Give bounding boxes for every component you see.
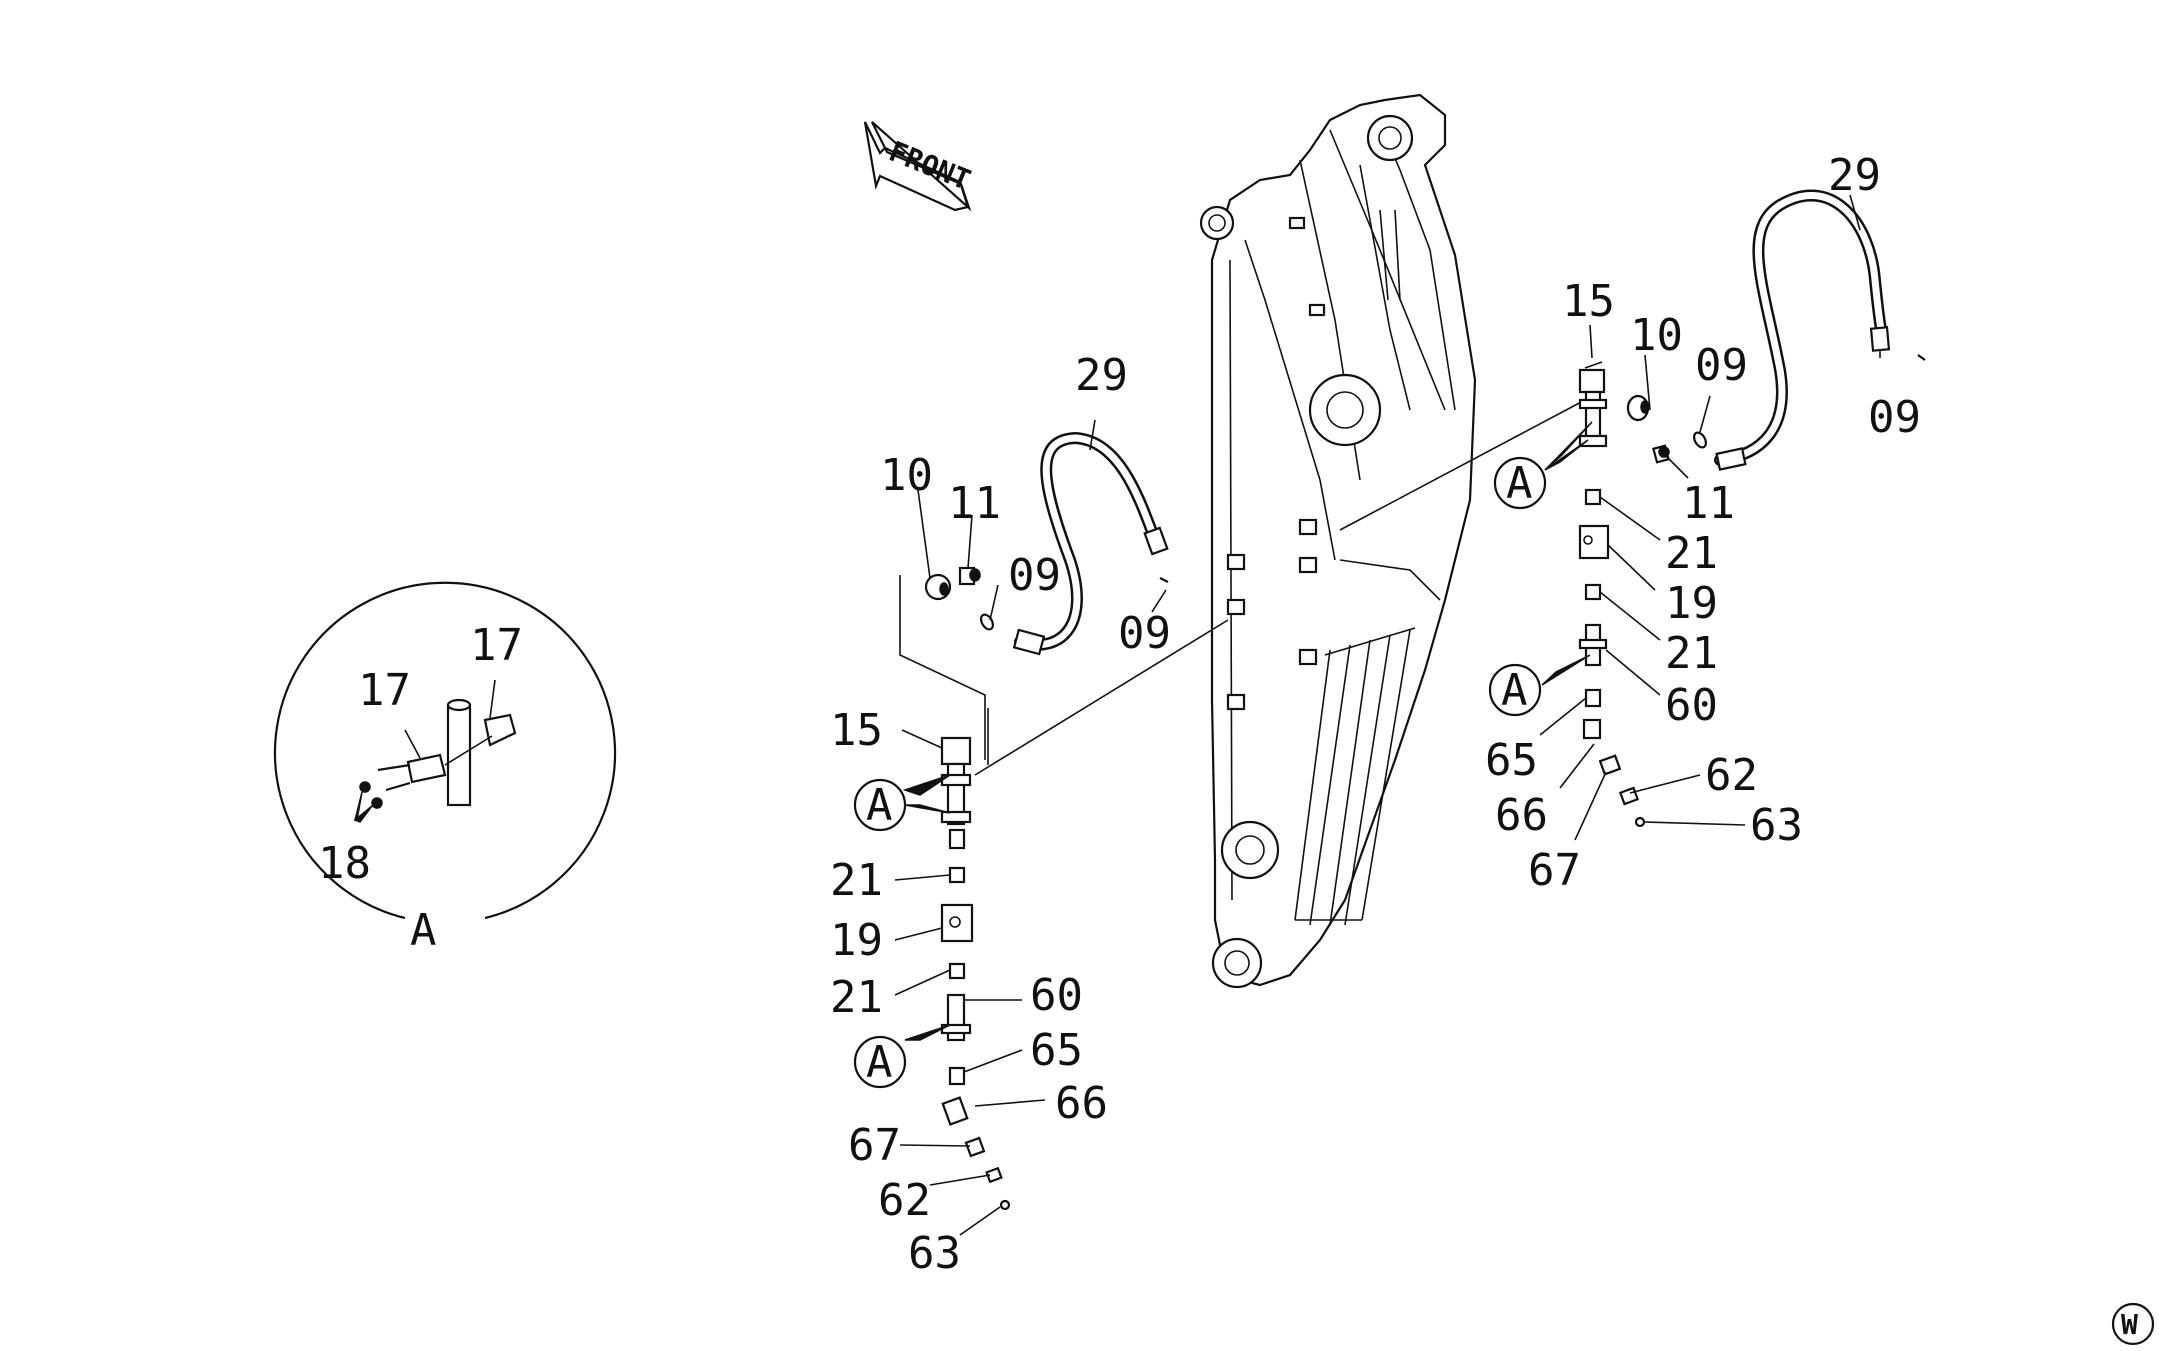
label-65-left: 65: [1030, 1025, 1083, 1076]
label-66-right: 66: [1495, 790, 1548, 841]
label-11-right: 11: [1682, 478, 1735, 529]
detail-a-title: A: [410, 905, 437, 956]
label-63-left: 63: [908, 1228, 961, 1279]
label-21-right-a: 21: [1665, 528, 1718, 579]
label-09-left-b: 09: [1118, 608, 1171, 659]
front-arrow: FRONT: [863, 121, 976, 212]
label-10-right: 10: [1630, 310, 1683, 361]
right-hose-assembly: [1539, 189, 1926, 841]
label-29-left: 29: [1075, 350, 1128, 401]
arm-body: [1199, 93, 1477, 989]
label-19-right: 19: [1665, 578, 1718, 629]
label-17-b: 17: [470, 620, 523, 671]
label-29-right: 29: [1828, 150, 1881, 201]
corner-mark: W: [2111, 1302, 2155, 1346]
label-17-a: 17: [358, 665, 411, 716]
svg-text:A: A: [866, 1037, 893, 1088]
label-21-left-b: 21: [830, 972, 883, 1023]
front-arrow-label: FRONT: [885, 135, 976, 197]
callout-a-right-bottom: A: [1488, 663, 1542, 717]
label-67-right: 67: [1528, 845, 1581, 896]
label-60-left: 60: [1030, 970, 1083, 1021]
label-18: 18: [318, 838, 371, 889]
detail-a: [273, 581, 617, 920]
label-09-right-a: 09: [1695, 340, 1748, 391]
label-19-left: 19: [830, 915, 883, 966]
label-66-left: 66: [1055, 1078, 1108, 1129]
label-09-left-a: 09: [1008, 550, 1061, 601]
label-10-left: 10: [880, 450, 933, 501]
label-62-right: 62: [1705, 750, 1758, 801]
label-09-right-b: 09: [1868, 392, 1921, 443]
label-15-left: 15: [830, 705, 883, 756]
svg-text:A: A: [1506, 458, 1533, 509]
left-hose-assembly: [894, 419, 1169, 1236]
label-11-left: 11: [948, 478, 1001, 529]
label-63-right: 63: [1750, 800, 1803, 851]
label-60-right: 60: [1665, 680, 1718, 731]
label-21-left-a: 21: [830, 855, 883, 906]
label-15-right: 15: [1562, 276, 1615, 327]
label-21-right-b: 21: [1665, 628, 1718, 679]
leader-arm-right: [1339, 399, 1586, 531]
callout-a-left-top: A: [853, 778, 907, 832]
svg-text:A: A: [1501, 665, 1528, 716]
leader-arm-left: [974, 619, 1229, 776]
callout-a-right-top: A: [1493, 456, 1547, 510]
callout-a-left-bottom: A: [853, 1035, 907, 1089]
svg-text:A: A: [866, 780, 893, 831]
label-62-left: 62: [878, 1175, 931, 1226]
label-67-left: 67: [848, 1120, 901, 1171]
svg-text:W: W: [2121, 1308, 2138, 1341]
label-65-right: 65: [1485, 735, 1538, 786]
